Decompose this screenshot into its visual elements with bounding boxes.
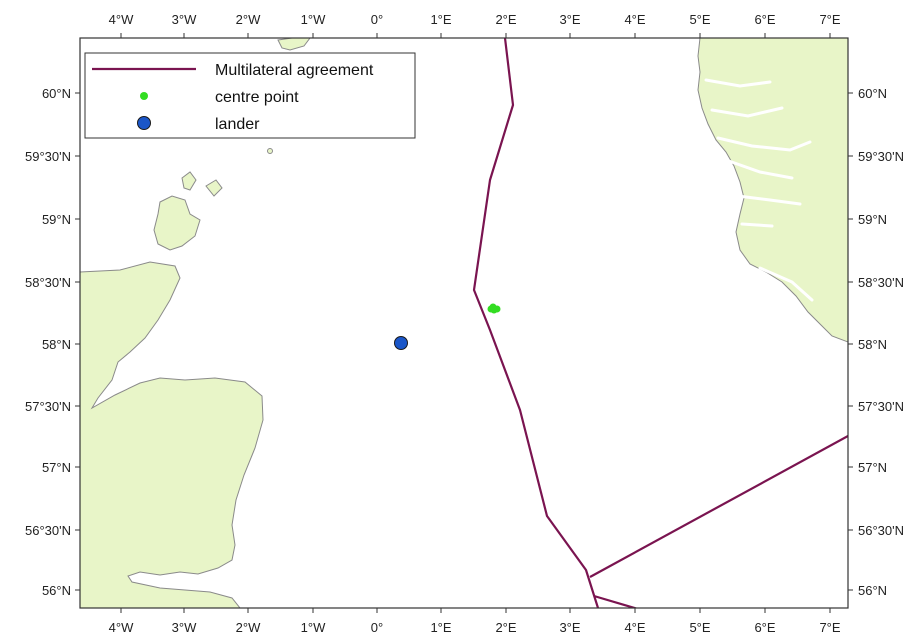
longitude-label-top: 0°: [371, 12, 383, 27]
longitude-label-top: 7°E: [819, 12, 840, 27]
longitude-label-top: 3°W: [172, 12, 197, 27]
longitude-label-top: 2°W: [236, 12, 261, 27]
latitude-label-right: 56°N: [858, 583, 887, 598]
fjords: [704, 78, 814, 302]
legend-lander-label: lander: [215, 116, 260, 133]
latitude-label-left: 59°30'N: [25, 149, 71, 164]
longitude-label-top: 4°E: [624, 12, 645, 27]
latitude-label-right: 58°N: [858, 337, 887, 352]
latitude-label-right: 58°30'N: [858, 275, 904, 290]
longitude-label-top: 5°E: [689, 12, 710, 27]
graticule-ticks: 4°W 4°W 3°W 3°W 2°W 2°W 1°W 1°W 0° 0° 1°E 1°E 2°E 2°E…: [25, 12, 904, 635]
longitude-label-bottom: 5°E: [689, 620, 710, 635]
latitude-label-right: 60°N: [858, 86, 887, 101]
centre-point-markers: [487, 303, 501, 314]
longitude-label-bottom: 1°W: [301, 620, 326, 635]
latitude-label-left: 56°30'N: [25, 523, 71, 538]
land-shetland: [277, 38, 311, 51]
latitude-label-right: 56°30'N: [858, 523, 904, 538]
legend-centre-swatch: [140, 92, 148, 100]
longitude-label-bottom: 0°: [371, 620, 383, 635]
longitude-label-top: 2°E: [495, 12, 516, 27]
latitude-label-right: 57°30'N: [858, 399, 904, 414]
latitude-label-left: 57°30'N: [25, 399, 71, 414]
latitude-label-left: 59°N: [42, 212, 71, 227]
map-border: [79, 37, 849, 609]
longitude-label-bottom: 2°E: [495, 620, 516, 635]
legend: Multilateral agreement centre point land…: [84, 52, 416, 139]
longitude-label-bottom: 7°E: [819, 620, 840, 635]
longitude-label-top: 1°E: [430, 12, 451, 27]
longitude-label-bottom: 1°E: [430, 620, 451, 635]
latitude-label-right: 59°N: [858, 212, 887, 227]
land-scotland: [80, 261, 264, 608]
latitude-label-right: 59°30'N: [858, 149, 904, 164]
longitude-label-bottom: 4°E: [624, 620, 645, 635]
longitude-label-top: 6°E: [754, 12, 775, 27]
boundary-lines: [472, 38, 848, 608]
land-fair-isle: [267, 148, 273, 154]
latitude-label-left: 56°N: [42, 583, 71, 598]
legend-lander-swatch: [137, 116, 151, 130]
land-orkney: [153, 195, 201, 251]
longitude-label-bottom: 4°W: [109, 620, 134, 635]
longitude-label-bottom: 6°E: [754, 620, 775, 635]
legend-centre-label: centre point: [215, 89, 299, 106]
latitude-label-left: 57°N: [42, 460, 71, 475]
latitude-label-left: 58°N: [42, 337, 71, 352]
latitude-label-right: 57°N: [858, 460, 887, 475]
centre-point-marker[interactable]: [489, 303, 497, 311]
latitude-label-left: 60°N: [42, 86, 71, 101]
latitude-label-left: 58°30'N: [25, 275, 71, 290]
longitude-label-top: 4°W: [109, 12, 134, 27]
legend-boundary-label: Multilateral agreement: [215, 62, 374, 79]
land-orkney-north: [181, 171, 197, 191]
lander-marker[interactable]: [394, 336, 408, 350]
land-orkney-east: [205, 179, 223, 197]
longitude-label-bottom: 2°W: [236, 620, 261, 635]
longitude-label-top: 3°E: [559, 12, 580, 27]
longitude-label-bottom: 3°W: [172, 620, 197, 635]
longitude-label-top: 1°W: [301, 12, 326, 27]
longitude-label-bottom: 3°E: [559, 620, 580, 635]
